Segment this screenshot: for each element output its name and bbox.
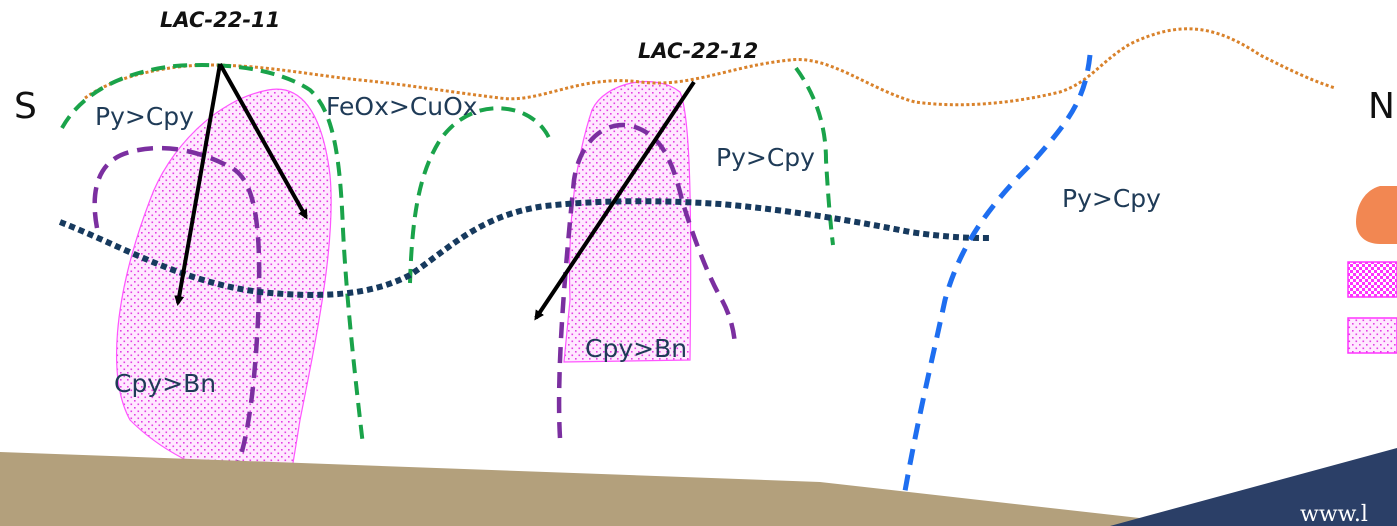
fault-line	[897, 54, 1093, 521]
porphyry-body-right	[563, 80, 692, 363]
sparse-porphyry-swatch-icon	[1347, 317, 1397, 354]
drill-trace-lac-22-11-b	[218, 63, 308, 220]
direction-south-label: S	[14, 86, 37, 127]
drill-trace-lac-22-12	[534, 80, 696, 321]
oxide-boundary-left	[60, 63, 365, 446]
bornite-boundary-left	[92, 145, 262, 481]
zone-label-py-cpy-middle: Py>Cpy	[716, 143, 815, 172]
zone-label-py-cpy-left: Py>Cpy	[95, 102, 194, 131]
water-table-line	[58, 198, 991, 298]
zone-label-py-cpy-right: Py>Cpy	[1062, 184, 1161, 213]
dense-porphyry-swatch-icon	[1347, 261, 1397, 298]
footer-url: www.l	[1300, 502, 1368, 526]
zone-label-cpy-bn-left: Cpy>Bn	[114, 369, 216, 398]
footer-band-dark	[1110, 448, 1397, 526]
drill-label-lac-22-11: LAC-22-11	[160, 8, 280, 32]
drill-trace-lac-22-11-a	[174, 63, 222, 306]
oxide-boundary-middle	[408, 106, 552, 284]
zone-label-cpy-bn-right: Cpy>Bn	[585, 334, 687, 363]
topography-line	[84, 27, 1336, 107]
direction-north-label: N	[1368, 86, 1395, 127]
drill-label-lac-22-12: LAC-22-12	[638, 39, 758, 63]
zone-label-feox-cuox: FeOx>CuOx	[326, 92, 478, 121]
oxide-boundary-right	[794, 66, 835, 246]
bornite-boundary-right	[556, 122, 738, 439]
intrusion-swatch-icon	[1356, 186, 1397, 244]
footer-band-tan	[0, 452, 1210, 526]
